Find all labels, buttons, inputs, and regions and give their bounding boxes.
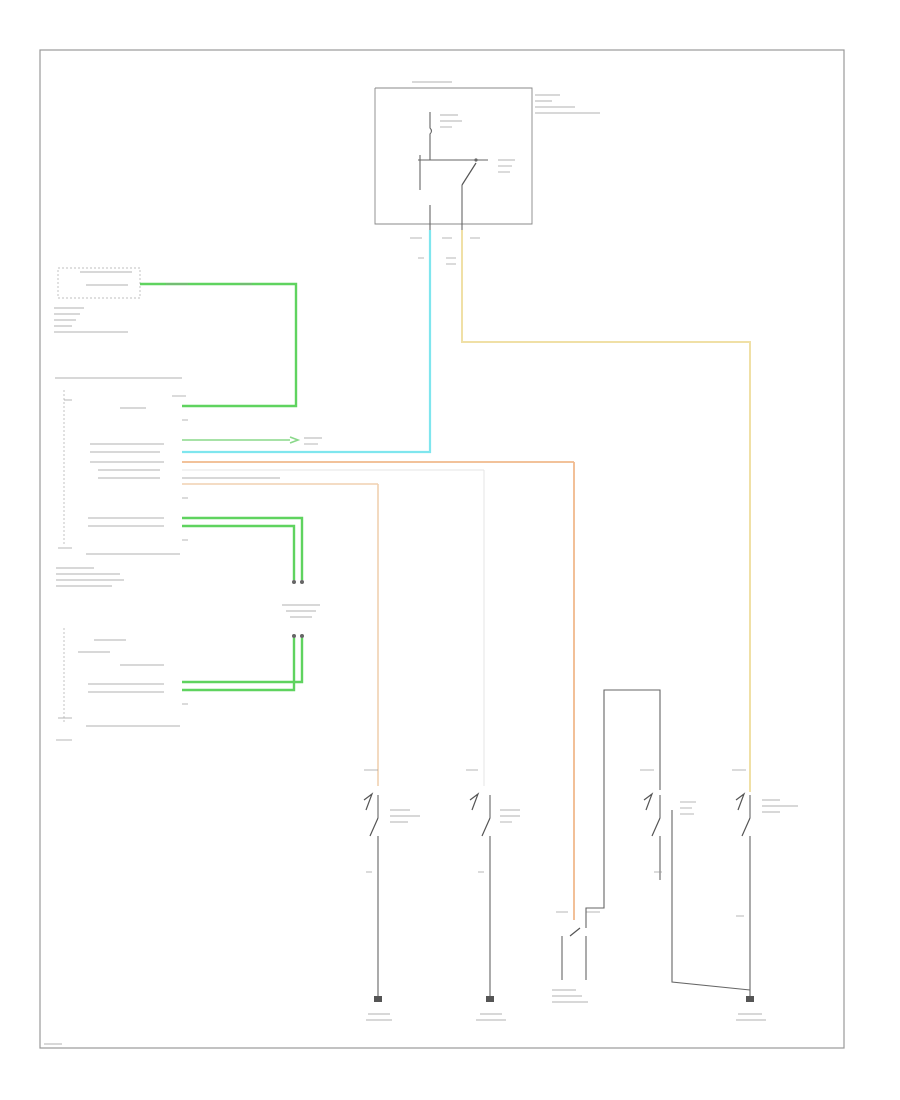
switch-2 [466,769,520,1002]
top-switch-module [374,81,600,232]
instrument-cluster [56,628,188,741]
green-serial-wire [140,282,298,408]
yellow-wire [461,230,751,792]
bcm-pin-rows [182,436,574,485]
receiver-module [54,267,141,333]
can-bus-pair [182,516,320,692]
cyan-wire [182,230,432,454]
diagram-frame [39,49,845,1049]
switch-3 [640,769,751,991]
bottom-module [552,689,661,1003]
switch-1 [363,769,420,1002]
body-control-module [55,377,188,587]
switch-4 [732,769,798,1002]
